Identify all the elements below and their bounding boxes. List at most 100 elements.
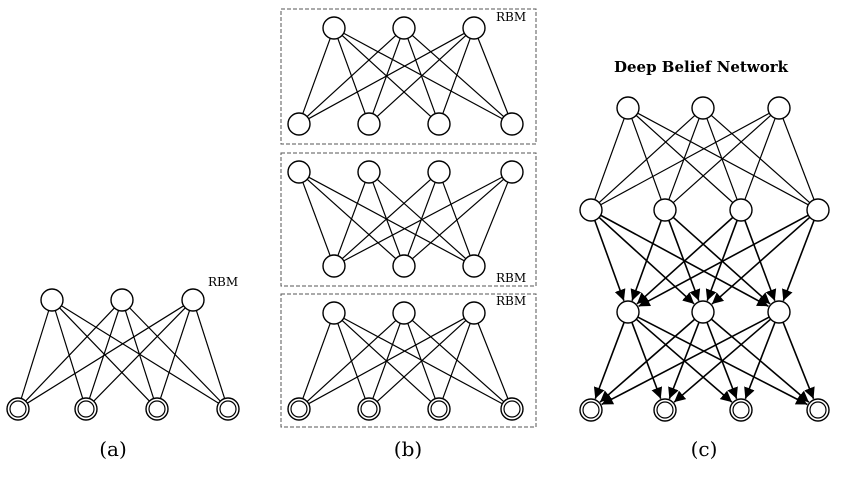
panel-c: Deep Belief Network (c) — [579, 58, 830, 461]
rbm-middle-edge-3-1 — [411, 178, 505, 260]
panel-c-caption: (c) — [691, 437, 718, 461]
rbm-middle-visible-node-0 — [322, 254, 346, 278]
rbm-middle-hidden-node-2 — [427, 160, 451, 184]
rbm-top-edge-1-3 — [411, 34, 505, 118]
rbm-bottom-hidden-node-0 — [322, 301, 346, 325]
rbm-label-bottom: RBM — [496, 294, 526, 308]
panel-a-edge-2-3 — [195, 310, 226, 399]
dbn-l3-l4-edge-2-1 — [673, 318, 772, 403]
dbn-layer2-node-2 — [729, 198, 753, 222]
dbn-layer3-node-2 — [767, 300, 791, 324]
rbm-bottom-hidden-node-1 — [392, 301, 416, 325]
dbn-layer3-node-1 — [691, 300, 715, 324]
panel-b-edges — [302, 32, 509, 405]
rbm-label-top: RBM — [496, 10, 526, 24]
panel-a-visible-node-0-inner — [9, 400, 27, 418]
dbn-visible-node-0-inner — [582, 401, 600, 419]
dbn-layer2-node-3 — [806, 198, 830, 222]
rbm-top-edge-0-3 — [343, 32, 503, 120]
panel-a-caption: (a) — [99, 437, 127, 461]
rbm-top-visible-node-3 — [500, 112, 524, 136]
dbn-l2-l3-edge-3-0 — [638, 214, 809, 308]
rbm-bottom-hidden-node-2 — [462, 301, 486, 325]
panel-a-hidden-node-1 — [110, 288, 134, 312]
dbn-l1-l2-edge-2-1 — [672, 114, 772, 204]
rbm-middle-hidden-node-3 — [500, 160, 524, 184]
dbn-l3-l4-edge-0-0 — [593, 322, 625, 400]
panel-a-hidden-node-0 — [40, 288, 64, 312]
dbn-l3-l4-edge-2-2 — [744, 321, 776, 400]
panel-b: RBM RBM RBM (b) — [280, 8, 537, 461]
panel-b-nodes — [287, 16, 524, 421]
rbm-middle-edge-3-2 — [477, 181, 509, 257]
dbn-l2-l3-edge-0-0 — [593, 220, 626, 301]
rbm-top-edge-1-0 — [306, 34, 397, 118]
rbm-bottom-edge-2-3 — [477, 323, 509, 399]
panel-a-edge-2-1 — [93, 307, 186, 402]
panel-c-edges — [593, 112, 815, 406]
dbn-l3-l4-edge-2-0 — [601, 316, 770, 406]
rbm-middle-edge-2-2 — [442, 182, 471, 256]
dbn-l1-l2-edge-2-3 — [782, 118, 815, 200]
panel-a-edge-0-1 — [54, 310, 84, 399]
rbm-bottom-visible-node-1-inner — [360, 400, 378, 418]
rbm-bottom-edge-2-2 — [442, 323, 471, 399]
rbm-middle-visible-node-1 — [392, 254, 416, 278]
panel-b-caption: (b) — [394, 437, 422, 461]
rbm-middle-edge-2-1 — [407, 182, 436, 256]
rbm-top-edge-2-1 — [376, 34, 467, 118]
panel-c-nodes — [579, 96, 830, 422]
panel-a-edge-2-2 — [159, 310, 191, 399]
rbm-bottom-edge-1-0 — [306, 319, 397, 403]
rbm-box-top — [280, 8, 537, 145]
dbn-layer3-node-0 — [616, 300, 640, 324]
panel-a-edge-1-0 — [25, 307, 115, 402]
dbn-layer1-node-0 — [616, 96, 640, 120]
panel-a-visible-node-3-inner — [219, 400, 237, 418]
dbn-l3-l4-edge-1-0 — [599, 318, 696, 403]
panel-a-edge-1-1 — [88, 310, 120, 399]
panel-a: RBM (a) — [6, 275, 240, 461]
dbn-visible-node-1-inner — [656, 401, 674, 419]
dbn-visible-node-2-inner — [732, 401, 750, 419]
rbm-box-middle — [280, 152, 537, 287]
panel-a-edge-0-0 — [20, 310, 50, 399]
dbn-l1-l2-edge-2-2 — [744, 118, 776, 200]
rbm-bottom-visible-node-3-inner — [503, 400, 521, 418]
dbn-layer1-node-1 — [691, 96, 715, 120]
dbn-layer2-node-1 — [653, 198, 677, 222]
rbm-middle-visible-node-2 — [462, 254, 486, 278]
dbn-l2-l3-edge-3-2 — [782, 219, 815, 302]
rbm-middle-hidden-node-0 — [287, 160, 311, 184]
rbm-bottom-edge-0-0 — [302, 323, 331, 399]
rbm-top-edge-2-0 — [308, 32, 465, 120]
rbm-middle-hidden-node-1 — [357, 160, 381, 184]
rbm-bottom-edge-2-0 — [308, 317, 465, 405]
panel-a-edge-2-0 — [27, 305, 184, 404]
rbm-top-edge-0-0 — [302, 38, 331, 114]
rbm-bottom-visible-node-0-inner — [290, 400, 308, 418]
dbn-l1-l2-edge-2-0 — [600, 112, 770, 206]
rbm-top-hidden-node-1 — [392, 16, 416, 40]
rbm-box-bottom — [280, 293, 537, 428]
rbm-top-visible-node-0 — [287, 112, 311, 136]
dbn-l2-l3-edge-2-0 — [636, 216, 734, 305]
dbn-layer2-node-0 — [579, 198, 603, 222]
dbn-visible-node-3-inner — [809, 401, 827, 419]
rbm-middle-edge-2-0 — [341, 178, 432, 260]
panel-a-visible-node-1-inner — [77, 400, 95, 418]
rbm-middle-edge-0-0 — [302, 182, 331, 256]
rbm-bottom-edge-2-1 — [376, 319, 467, 403]
dbn-l1-l2-edge-1-0 — [598, 114, 696, 204]
dbn-layer1-node-2 — [767, 96, 791, 120]
rbm-bottom-visible-node-2-inner — [430, 400, 448, 418]
panel-a-nodes — [6, 288, 240, 421]
dbn-l1-l2-edge-0-3 — [637, 112, 809, 206]
rbm-top-hidden-node-2 — [462, 16, 486, 40]
rbm-middle-edge-1-0 — [337, 182, 366, 256]
rbm-bottom-edge-0-3 — [343, 317, 503, 405]
dbn-l2-l3-edge-3-1 — [711, 216, 811, 305]
rbm-top-edge-2-2 — [442, 38, 471, 114]
dbn-l2-l3-edge-1-0 — [630, 220, 663, 301]
rbm-bottom-edge-1-3 — [411, 319, 505, 403]
